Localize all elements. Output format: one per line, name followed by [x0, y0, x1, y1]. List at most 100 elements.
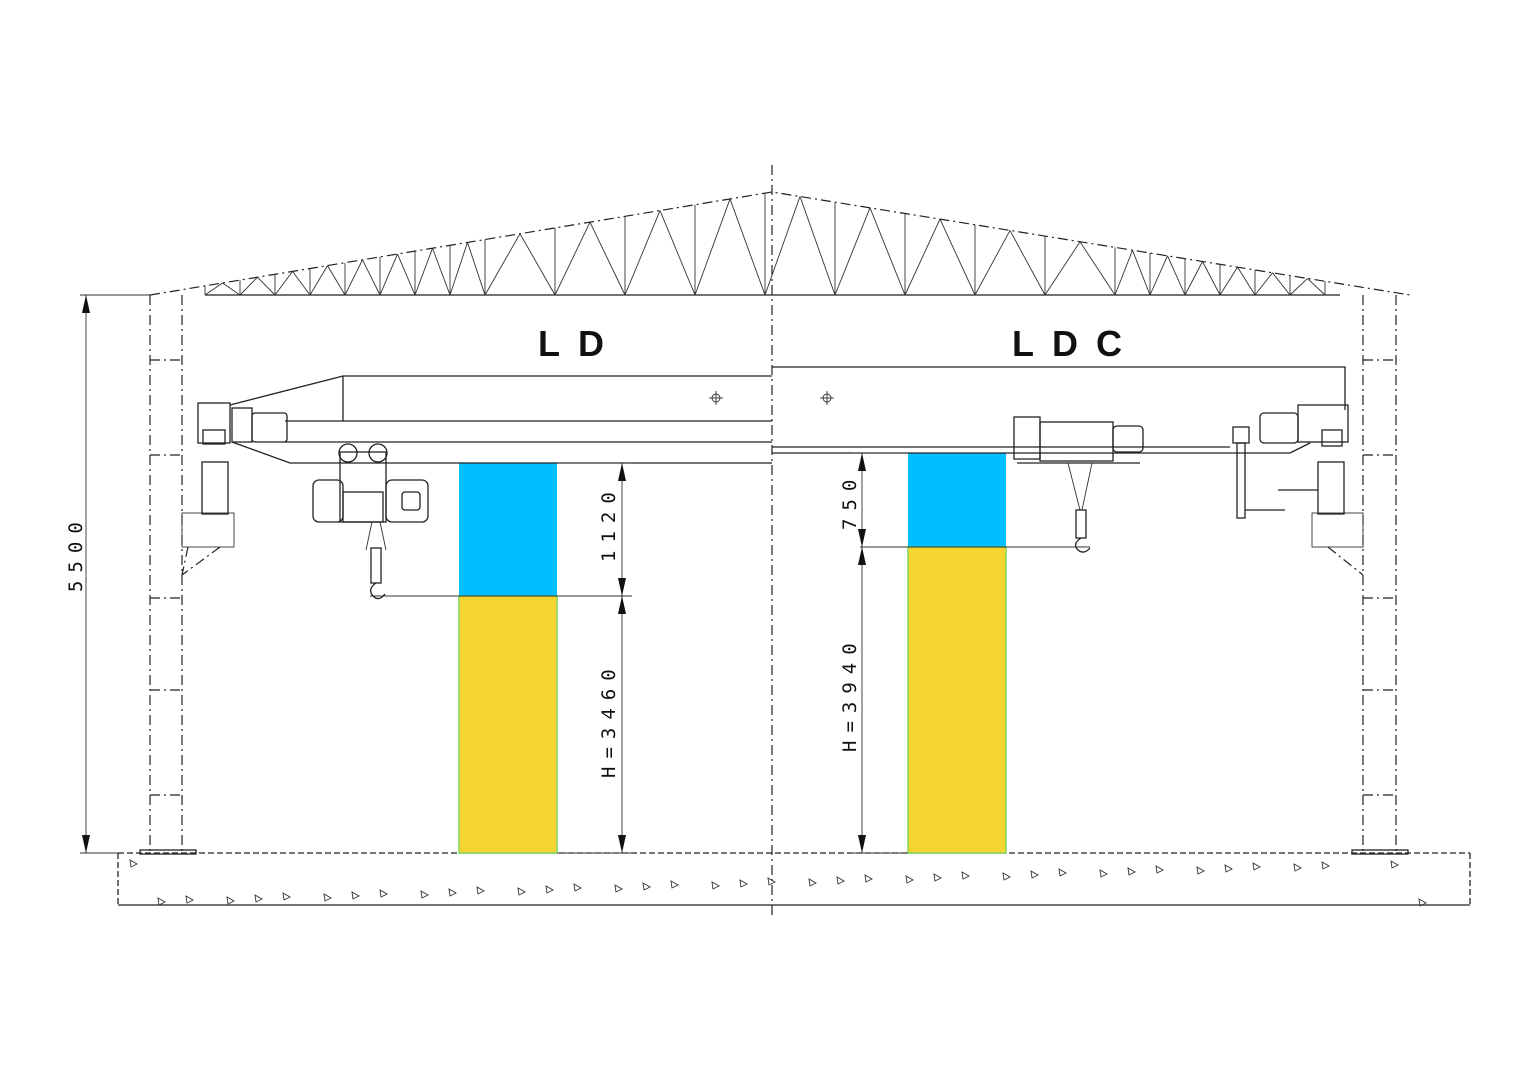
aggregate-mark [1030, 870, 1039, 879]
dimension-right [852, 452, 908, 854]
truss-member [1289, 278, 1308, 296]
aggregate-mark [1321, 861, 1330, 870]
aggregate-mark [933, 873, 942, 882]
truss-member [1219, 266, 1238, 296]
truss-member [799, 196, 836, 296]
aggregate-mark [226, 896, 235, 905]
truss-member [432, 248, 451, 296]
truss-member [309, 265, 328, 296]
truss-member [1044, 241, 1081, 296]
aggregate-mark [157, 897, 166, 906]
aggregate-mark [476, 886, 485, 895]
aggregate-mark [767, 877, 776, 886]
aggregate-mark [1058, 868, 1067, 877]
ldc-label: LDC [1012, 323, 1140, 364]
aggregate-mark [1002, 872, 1011, 881]
truss-member [362, 259, 381, 296]
aggregate-mark [1099, 869, 1108, 878]
truss-member [729, 198, 766, 296]
ldc-crane [772, 366, 1349, 553]
truss-member [1132, 250, 1151, 296]
aggregate-mark [323, 893, 332, 902]
truss-member [589, 221, 626, 296]
left-clearance-label: 1120 [598, 484, 620, 562]
aggregate-mark [1224, 864, 1233, 873]
truss-member [1254, 272, 1273, 296]
truss-member [1079, 241, 1116, 296]
left-clearance-zone [459, 463, 557, 596]
right-lift-height-label: H=3940 [839, 635, 861, 752]
aggregate-mark [1418, 898, 1427, 907]
aggregate-mark [129, 859, 138, 868]
ldc-hoist [1013, 416, 1144, 553]
truss-member [1167, 255, 1186, 296]
aggregate-mark [282, 892, 291, 901]
right-clearance-label: 750 [839, 472, 861, 530]
aggregate-mark [1127, 867, 1136, 876]
truss-member [1114, 250, 1133, 296]
aggregate-mark [351, 891, 360, 900]
aggregate-mark [614, 884, 623, 893]
truss-member [904, 218, 941, 296]
truss-member [1202, 261, 1221, 296]
ld-hoist [312, 443, 429, 600]
right-column [1311, 295, 1409, 855]
aggregate-mark [1390, 860, 1399, 869]
aggregate-mark [808, 878, 817, 887]
aggregate-mark [573, 883, 582, 892]
truss-member [869, 207, 906, 296]
truss-member [1237, 266, 1256, 296]
left-column [139, 295, 235, 855]
truss-member [449, 242, 468, 296]
truss-member [397, 253, 416, 296]
aggregate-mark [185, 895, 194, 904]
aggregate-mark [254, 894, 263, 903]
aggregate-mark [1293, 863, 1302, 872]
truss-member [344, 259, 363, 296]
truss-member [239, 276, 258, 296]
truss-member [274, 271, 293, 296]
truss-member [624, 210, 661, 296]
truss-member [257, 276, 276, 296]
aggregate-mark [711, 881, 720, 890]
truss-member [1009, 230, 1046, 296]
aggregate-mark [1196, 866, 1205, 875]
truss-member [467, 242, 486, 296]
truss-member [484, 233, 521, 296]
roof-truss [149, 191, 1411, 296]
right-clearance-zone [908, 453, 1006, 547]
aggregate-mark [420, 890, 429, 899]
total-height-label: 5500 [65, 514, 87, 592]
truss-member [327, 265, 346, 296]
aggregate-mark [1155, 865, 1164, 874]
right-lift-zone [907, 546, 1007, 854]
truss-member [1307, 278, 1326, 296]
aggregate-mark [517, 887, 526, 896]
aggregate-mark [864, 874, 873, 883]
truss-member [554, 221, 591, 296]
truss-member [204, 282, 223, 296]
aggregate-mark [642, 882, 651, 891]
truss-member [974, 230, 1011, 296]
truss-member [1149, 255, 1168, 296]
aggregate-mark [905, 875, 914, 884]
aggregate-mark [961, 871, 970, 880]
truss-member [292, 271, 311, 296]
truss-member [834, 207, 871, 296]
aggregate-mark [836, 876, 845, 885]
aggregate-mark [1252, 862, 1261, 871]
aggregate-mark [670, 880, 679, 889]
truss-member [1272, 272, 1291, 296]
aggregate-mark [379, 889, 388, 898]
truss-member [379, 253, 398, 296]
dimension-left [557, 462, 632, 854]
truss-member [939, 218, 976, 296]
left-lift-height-label: H=3460 [598, 661, 620, 778]
truss-member [764, 196, 801, 296]
aggregate-mark [448, 888, 457, 897]
aggregate-mark [739, 879, 748, 888]
left-lift-zone [458, 595, 558, 854]
truss-member [414, 248, 433, 296]
aggregate-mark [545, 885, 554, 894]
